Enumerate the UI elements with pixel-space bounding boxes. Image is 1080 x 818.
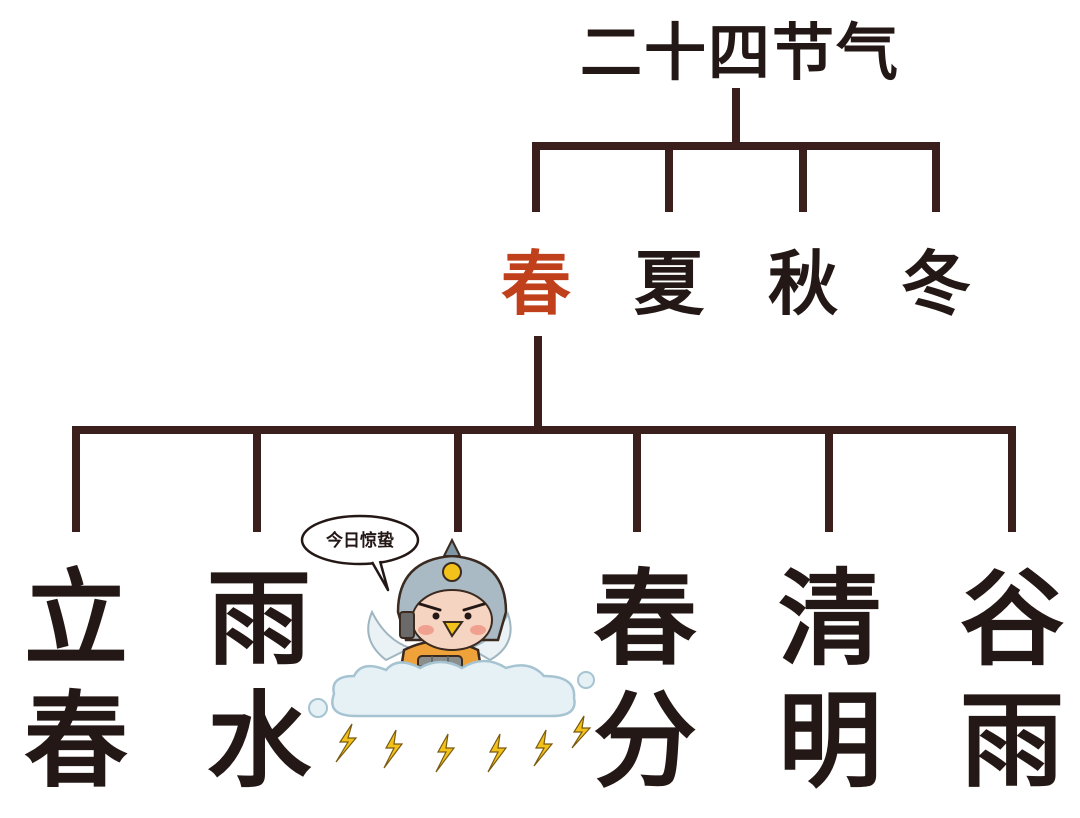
season-autumn: 秋 — [768, 243, 838, 325]
season-spring: 春 — [501, 243, 571, 325]
term-chunfen: 春 分 — [585, 558, 705, 802]
term-lichun-line1: 立 — [23, 558, 128, 680]
term-yushui-line1: 雨 — [206, 558, 311, 680]
term-chunfen-line1: 春 — [592, 558, 697, 680]
term-guyu-line1: 谷 — [959, 558, 1064, 680]
lightning-icons — [335, 715, 592, 773]
term-chunfen-line2: 分 — [592, 680, 697, 802]
term-guyu: 谷 雨 — [952, 558, 1072, 802]
term-qingming: 清 明 — [770, 558, 890, 802]
diagram-title: 二十四节气 — [579, 16, 900, 89]
speech-bubble-text: 今日惊蛰 — [326, 530, 394, 551]
term-qingming-line1: 清 — [777, 558, 882, 680]
term-lichun: 立 春 — [16, 558, 136, 802]
season-summer: 夏 — [634, 243, 704, 325]
season-winter: 冬 — [901, 243, 971, 325]
term-qingming-line2: 明 — [777, 680, 882, 802]
term-guyu-line2: 雨 — [959, 680, 1064, 802]
term-yushui-line2: 水 — [206, 680, 311, 802]
speech-bubble: 今日惊蛰 — [300, 514, 420, 592]
term-lichun-line2: 春 — [23, 680, 128, 802]
term-yushui: 雨 水 — [199, 558, 319, 802]
